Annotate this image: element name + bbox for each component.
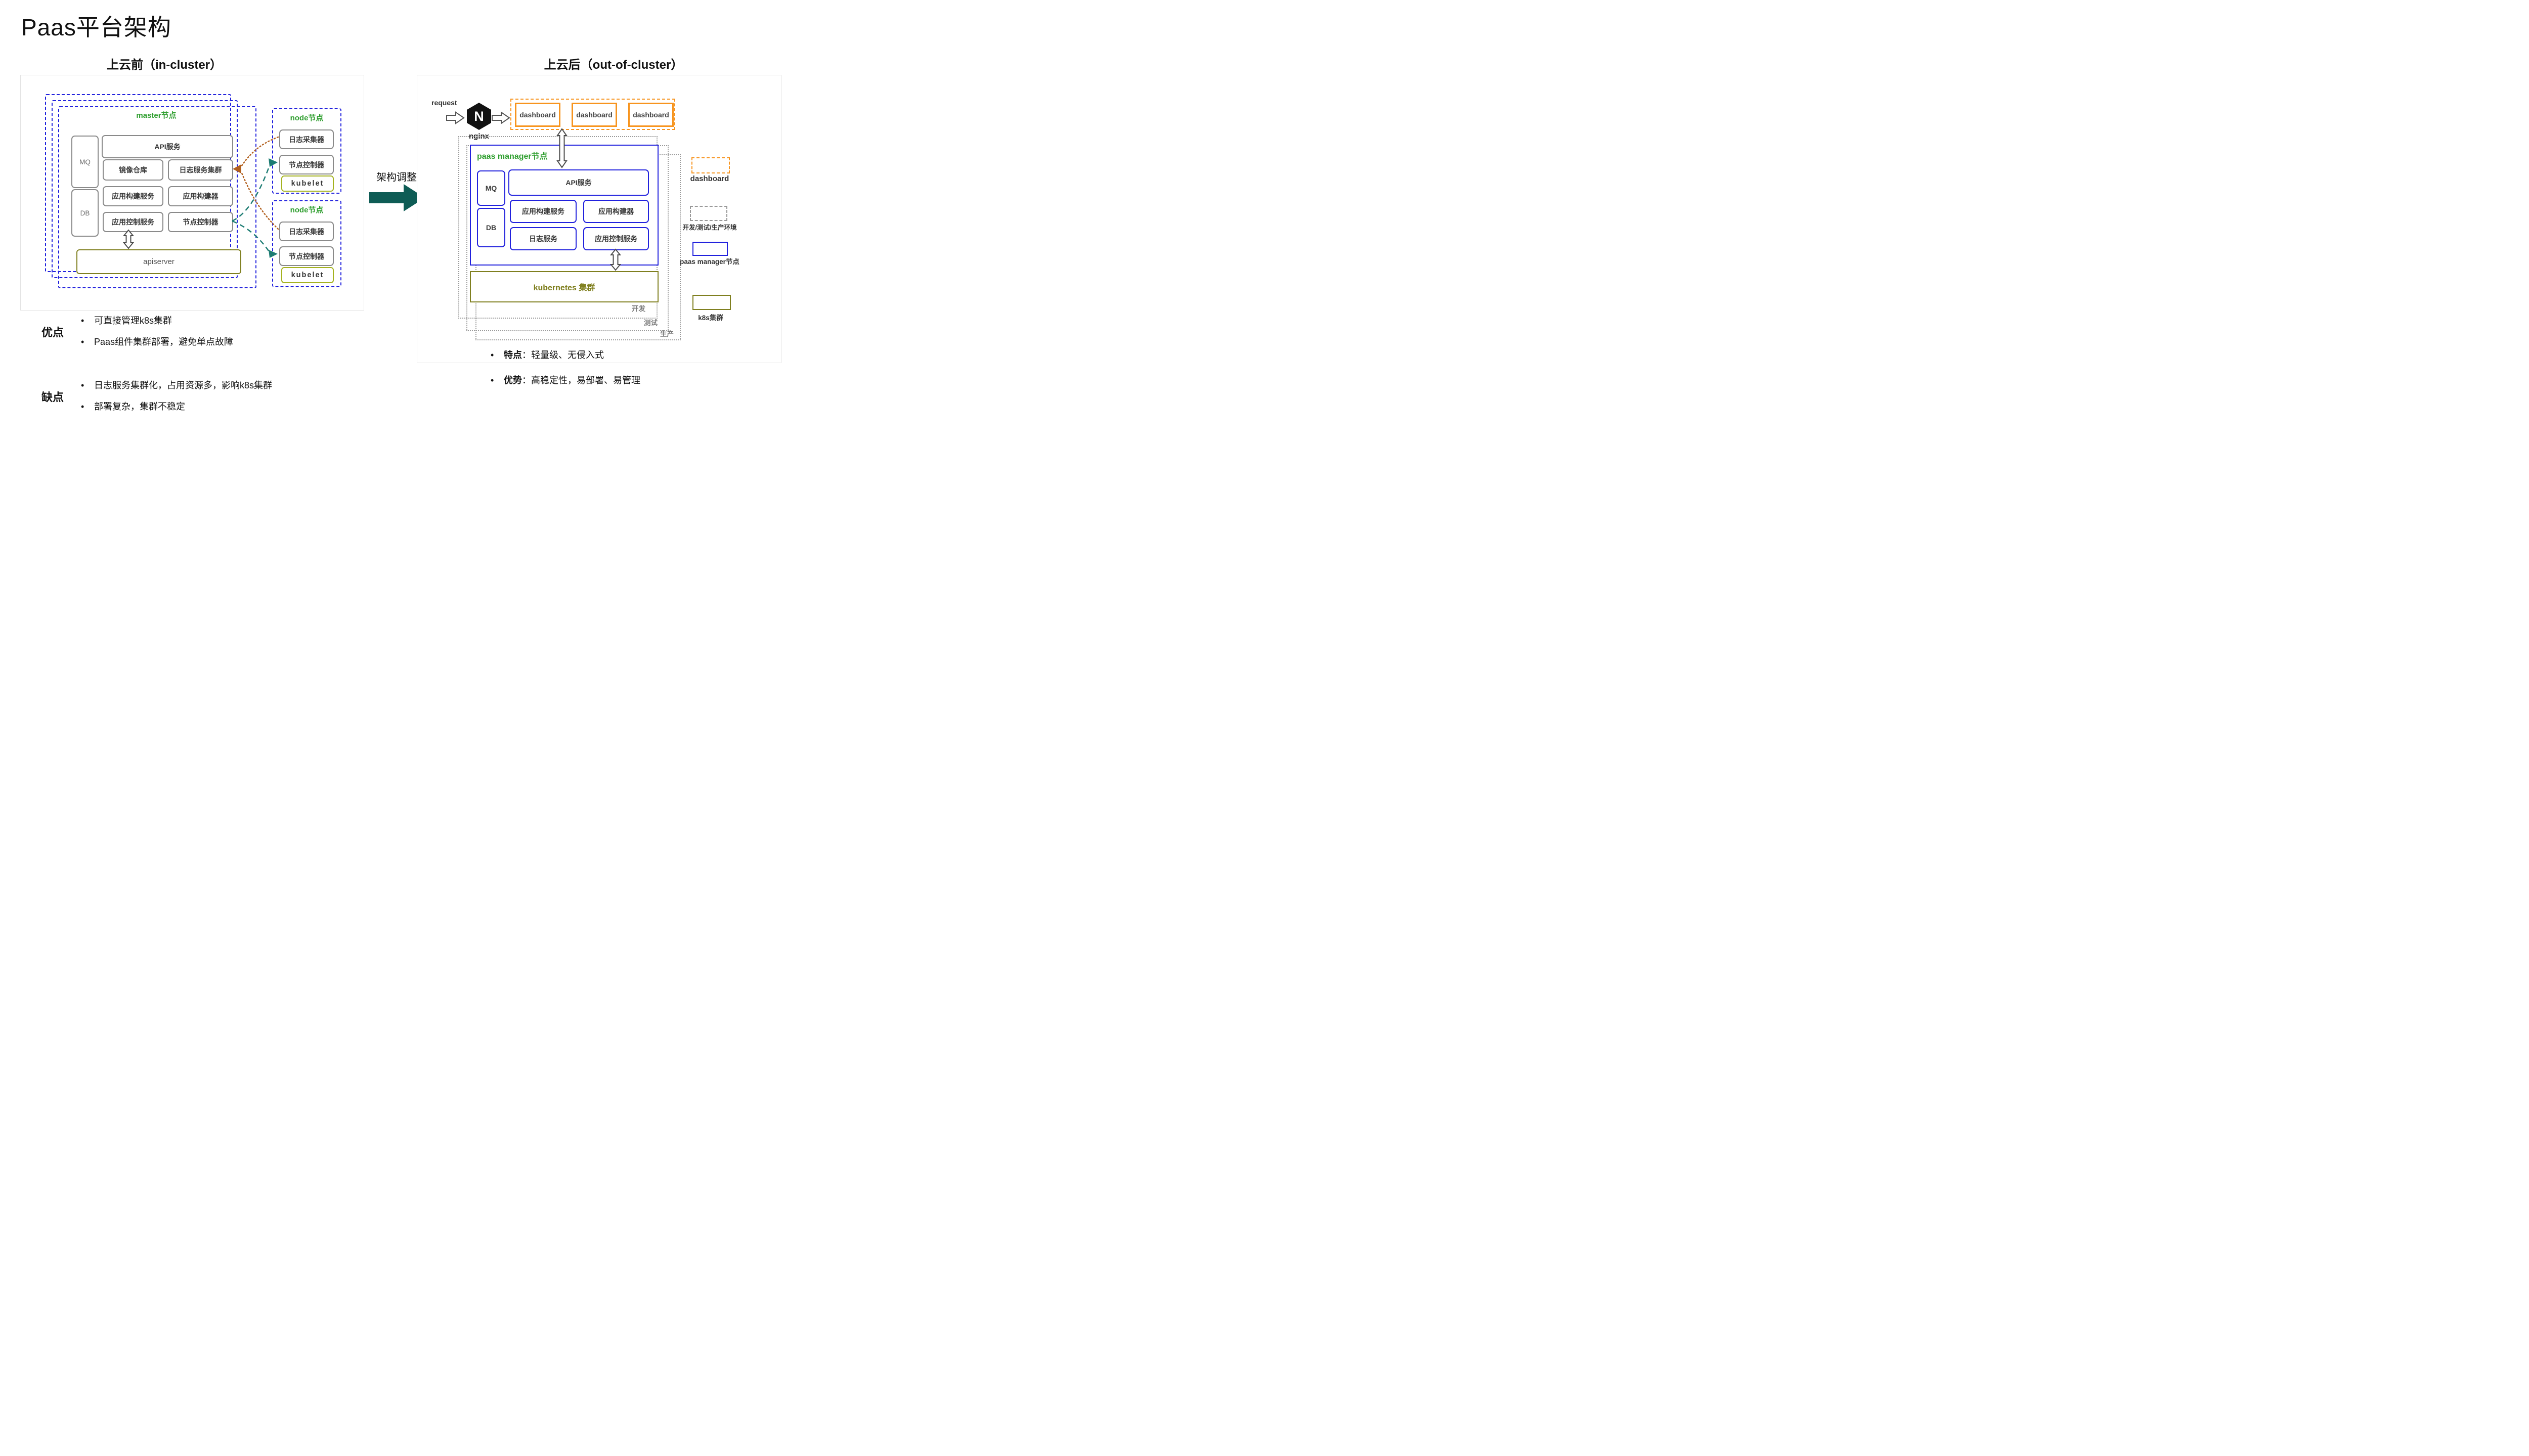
bullet-icon: • [81, 402, 84, 412]
paas-app-build-service-box: 应用构建服务 [510, 200, 577, 223]
dashboard-box-1: dashboard [515, 103, 560, 127]
dashboard-box-3: dashboard [628, 103, 674, 127]
node1-log-collector-box: 日志采集器 [279, 129, 334, 149]
legend-dashboard-label: dashboard [690, 174, 729, 183]
cons-item-1: • 日志服务集群化，占用资源多，影响k8s集群 [81, 378, 272, 391]
node2-label: node节点 [290, 206, 324, 214]
left-panel: master节点 MQ DB API服务 镜像仓库 日志服务集群 应用构建服务 … [20, 75, 364, 311]
paas-manager-label: paas manager节点 [477, 152, 548, 161]
node2-node-controller-box: 节点控制器 [279, 246, 334, 266]
node1-node-controller-box: 节点控制器 [279, 155, 334, 174]
right-section-header: 上云后（out-of-cluster） [544, 58, 683, 72]
cons-label: 缺点 [41, 391, 64, 404]
legend-env-label: 开发/测试/生产环境 [682, 224, 737, 231]
paas-app-builder-box: 应用构建器 [583, 200, 649, 223]
legend-dashboard-swatch [691, 157, 730, 173]
cons-item-1-text: 日志服务集群化，占用资源多，影响k8s集群 [94, 380, 273, 390]
dashboard-box-2: dashboard [572, 103, 617, 127]
master-log-service-cluster-box: 日志服务集群 [168, 159, 233, 181]
master-app-builder-box: 应用构建器 [168, 186, 233, 206]
pros-item-1-text: 可直接管理k8s集群 [94, 316, 172, 326]
pros-item-2-text: Paas组件集群部署，避免单点故障 [94, 337, 234, 347]
page-title: Paas平台架构 [21, 14, 171, 40]
nginx-arrow-icon [492, 111, 510, 124]
kubernetes-cluster-box: kubernetes 集群 [470, 271, 659, 302]
advantage-bullet-text: ：高稳定性，易部署、易管理 [522, 375, 640, 385]
feature-bullet-text: ：轻量级、无侵入式 [522, 350, 604, 360]
cons-item-2: • 部署复杂，集群不稳定 [81, 400, 185, 413]
paas-app-control-service-box: 应用控制服务 [583, 227, 649, 250]
master-mq-box: MQ [71, 136, 99, 188]
paas-mq-box: MQ [477, 170, 505, 206]
request-label: request [431, 99, 457, 107]
pros-item-1: • 可直接管理k8s集群 [81, 314, 172, 327]
transition-arrow [369, 184, 425, 211]
big-right-arrow-icon [369, 184, 425, 211]
master-node-controller-box: 节点控制器 [168, 212, 233, 232]
node1-label: node节点 [290, 114, 324, 122]
pros-item-2: • Paas组件集群部署，避免单点故障 [81, 335, 233, 348]
feature-bullet-head: 特点 [504, 350, 522, 360]
master-image-registry-box: 镜像仓库 [103, 159, 163, 181]
master-db-box: DB [71, 189, 99, 237]
advantage-bullet-head: 优势 [504, 375, 522, 385]
master-app-build-service-box: 应用构建服务 [103, 186, 163, 206]
feature-bullet: • 特点：轻量级、无侵入式 [491, 348, 604, 361]
advantage-bullet: • 优势：高稳定性，易部署、易管理 [491, 373, 640, 386]
legend-paas-manager-label: paas manager节点 [680, 258, 739, 266]
master-app-control-service-box: 应用控制服务 [103, 212, 163, 232]
bullet-icon: • [491, 375, 494, 385]
transition-label: 架构调整 [376, 172, 417, 183]
cons-item-2-text: 部署复杂，集群不稳定 [94, 402, 185, 412]
legend-env-swatch [690, 206, 727, 221]
nginx-logo: N [467, 103, 491, 130]
dashboard-group-box [510, 99, 675, 130]
env-label-prod: 生产 [660, 330, 674, 338]
pros-label: 优点 [41, 326, 64, 339]
node-box-1: node节点 日志采集器 节点控制器 kubelet [272, 108, 341, 194]
request-arrow-icon [446, 111, 465, 124]
legend-k8s-swatch [692, 295, 731, 310]
node2-log-collector-box: 日志采集器 [279, 222, 334, 241]
bullet-icon: • [491, 350, 494, 360]
right-panel: request N nginx dashboard dashboard dash… [417, 75, 781, 363]
paas-db-box: DB [477, 208, 505, 247]
legend-k8s-label: k8s集群 [698, 314, 723, 322]
paas-log-service-box: 日志服务 [510, 227, 577, 250]
slide: Paas平台架构 上云前（in-cluster） 上云后（out-of-clus… [0, 0, 782, 440]
bullet-icon: • [81, 380, 84, 390]
master-node-label: master节点 [136, 111, 177, 120]
legend-paas-manager-swatch [692, 242, 728, 256]
bullet-icon: • [81, 316, 84, 326]
env-label-test: 测试 [644, 319, 658, 327]
paas-api-service-box: API服务 [508, 169, 649, 196]
env-label-dev: 开发 [632, 305, 645, 313]
node1-kubelet-box: kubelet [281, 175, 334, 192]
apiserver-box: apiserver [76, 249, 241, 274]
bullet-icon: • [81, 337, 84, 347]
node-box-2: node节点 日志采集器 节点控制器 kubelet [272, 200, 341, 287]
left-section-header: 上云前（in-cluster） [106, 58, 223, 72]
master-api-service-box: API服务 [102, 135, 233, 158]
node2-kubelet-box: kubelet [281, 267, 334, 283]
